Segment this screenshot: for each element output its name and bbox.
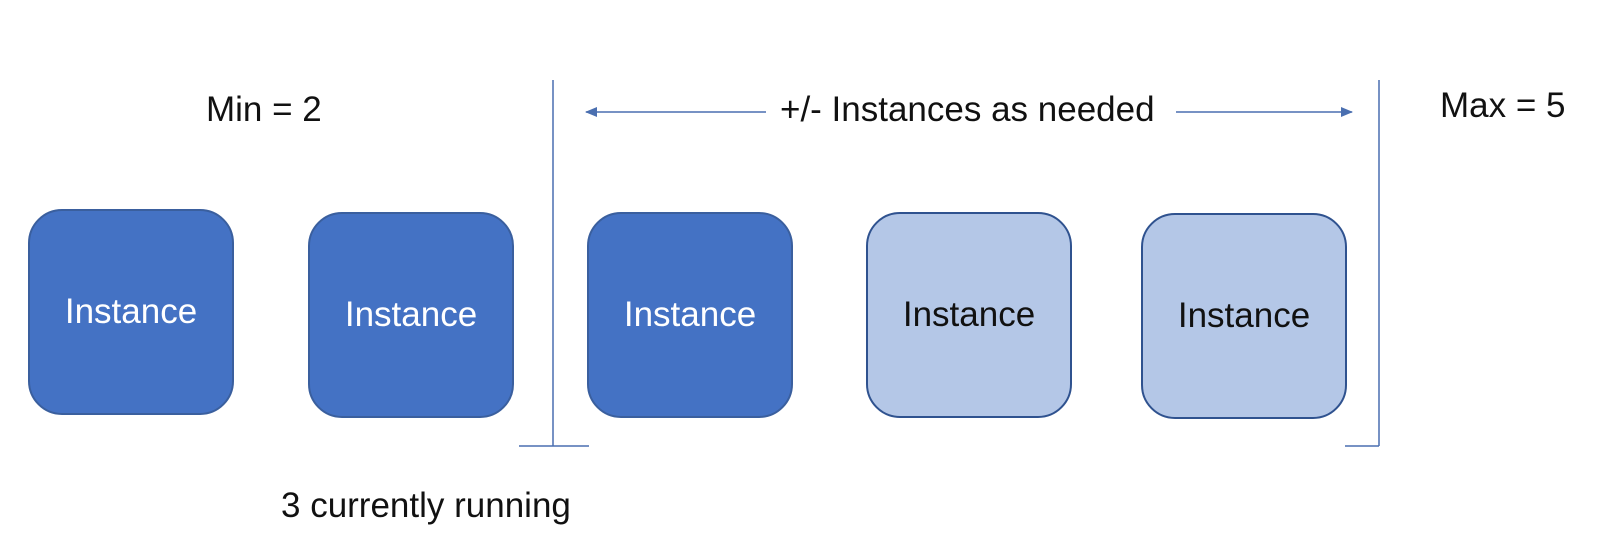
instance-box: Instance	[587, 212, 793, 418]
instance-label: Instance	[902, 295, 1036, 334]
instance-label: Instance	[1177, 296, 1311, 335]
running-count-label: 3 currently running	[281, 486, 571, 525]
instance-box: Instance	[308, 212, 514, 418]
instance-box: Instance	[28, 209, 234, 415]
instance-label: Instance	[344, 295, 478, 334]
instance-label: Instance	[623, 295, 757, 334]
max-label: Max = 5	[1440, 86, 1566, 125]
instance-box: Instance	[866, 212, 1072, 418]
instance-label: Instance	[64, 292, 198, 331]
scaling-label: +/- Instances as needed	[780, 90, 1155, 129]
instance-box: Instance	[1141, 213, 1347, 419]
min-label: Min = 2	[206, 90, 322, 129]
